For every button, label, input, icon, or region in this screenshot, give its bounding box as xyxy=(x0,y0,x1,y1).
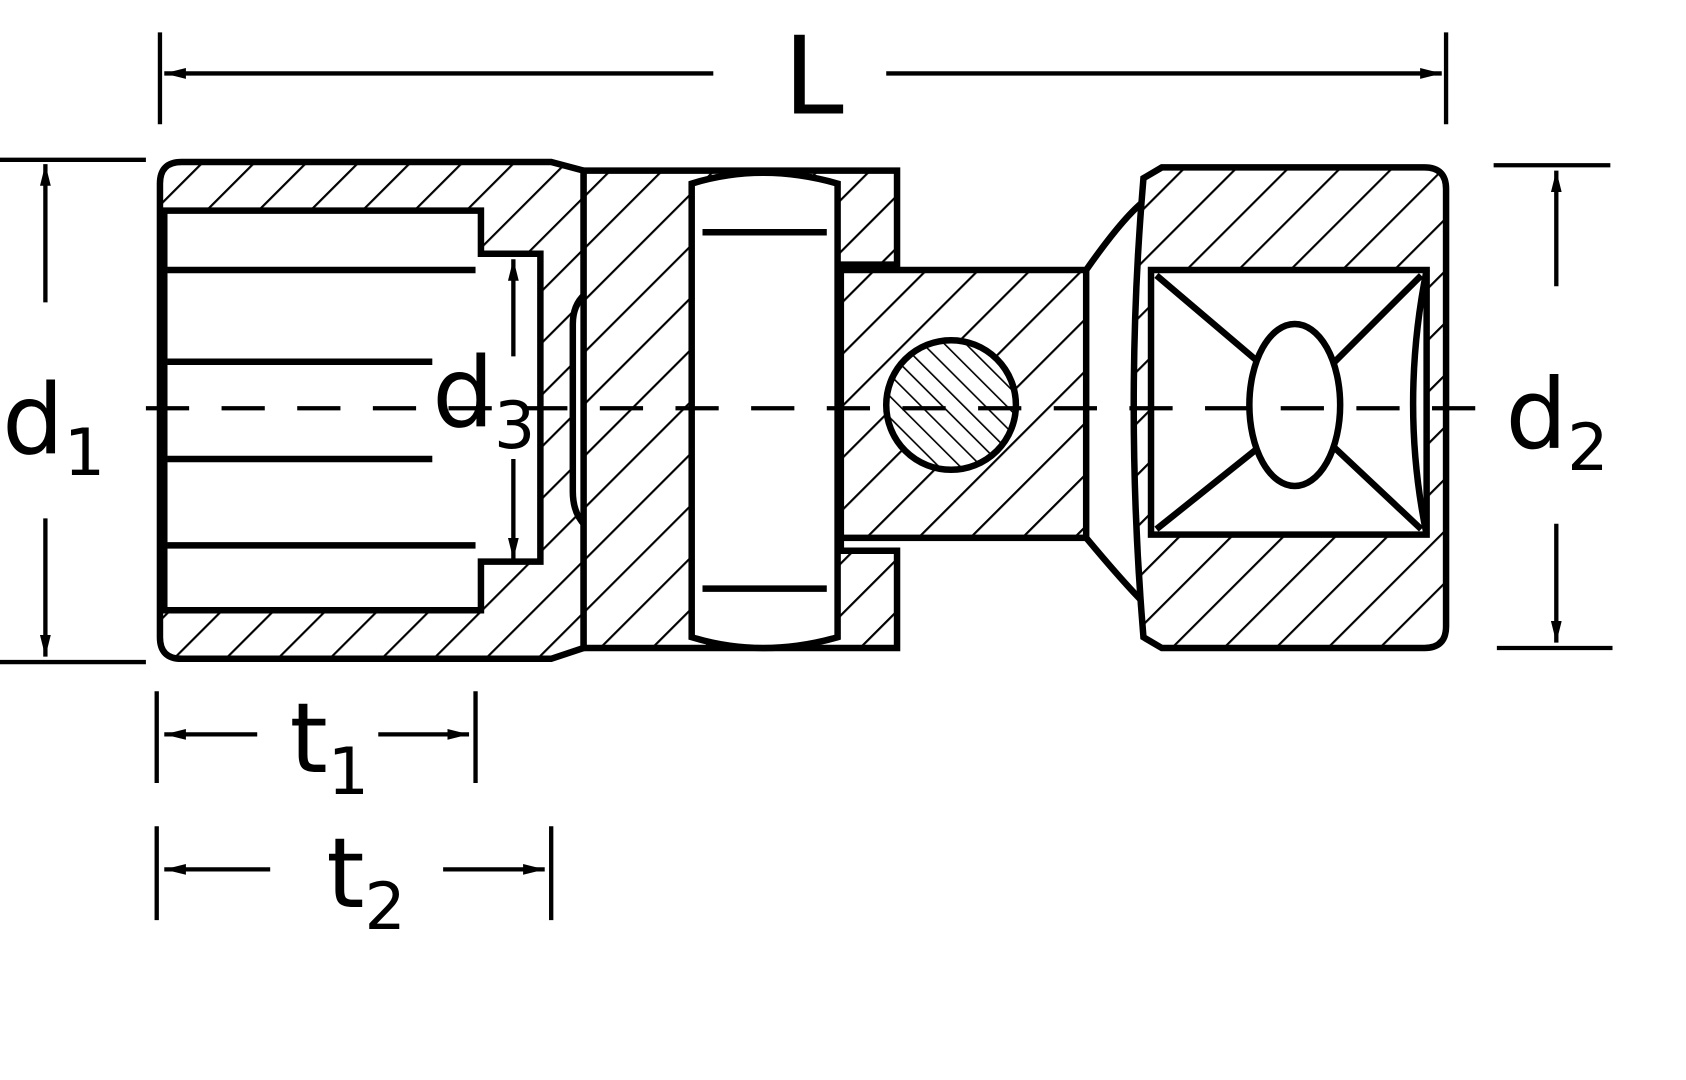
label-d3: d3 xyxy=(432,337,535,465)
label-d2: d2 xyxy=(1506,358,1609,486)
label-length: L xyxy=(784,14,844,139)
socket-body xyxy=(156,158,1450,663)
label-t1: t1 xyxy=(290,682,369,810)
ball-detent-hole xyxy=(1246,320,1344,490)
pin-section xyxy=(882,336,1020,474)
label-t2: t2 xyxy=(326,817,405,945)
left-socket-bore xyxy=(161,207,544,614)
label-d1: d1 xyxy=(2,364,105,492)
cross-pin-block xyxy=(688,169,841,652)
dimension-lines xyxy=(0,32,1613,921)
